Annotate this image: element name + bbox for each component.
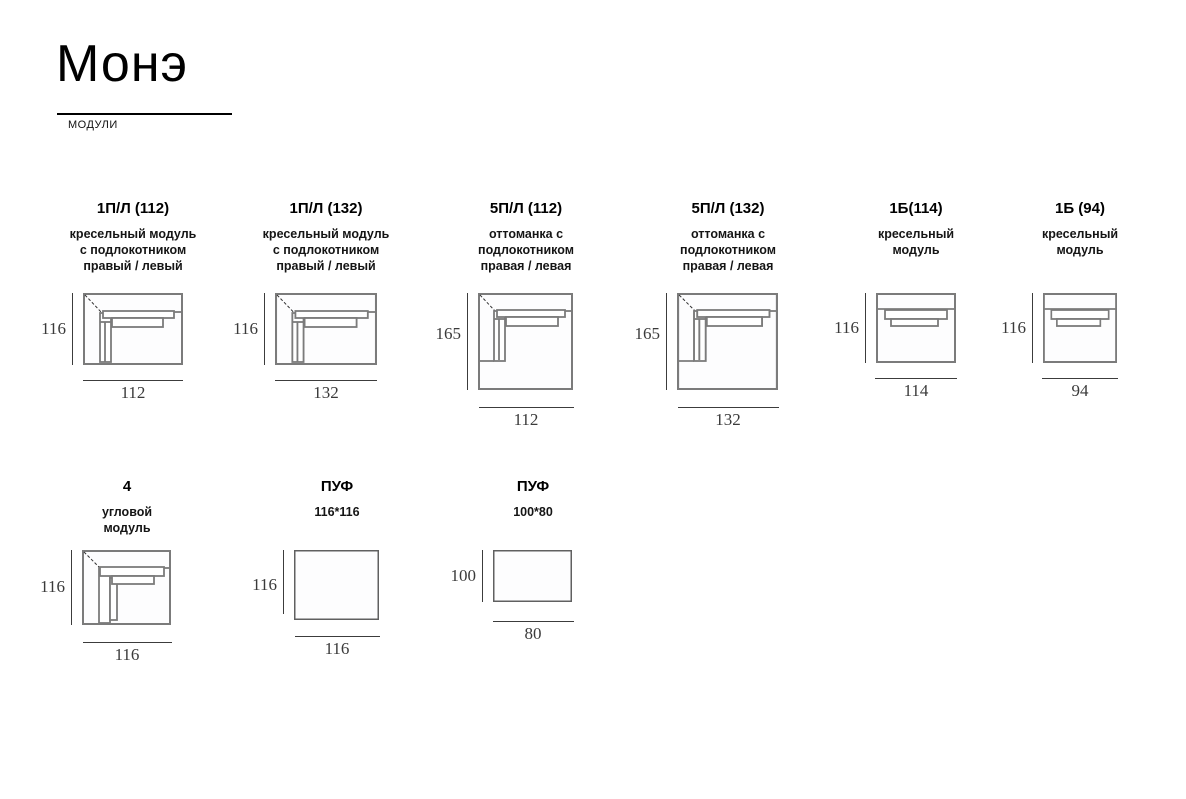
module-code: ПУФ: [320, 478, 354, 495]
module-code: 1П/Л (132): [289, 200, 363, 217]
depth-dimension-label: 100: [450, 566, 477, 585]
page-subtitle: МОДУЛИ: [68, 119, 118, 131]
module-drawing-pouf: [294, 550, 379, 620]
width-dimension-line: [875, 378, 957, 379]
depth-dimension-line: [283, 550, 284, 614]
depth-dimension-line: [666, 293, 667, 390]
depth-dimension-line: [865, 293, 866, 363]
depth-dimension-line: [71, 550, 72, 625]
module-description: оттоманка с подлокотником правая / левая: [478, 227, 574, 273]
module-drawing-armchair-armrest: [275, 293, 377, 365]
module-drawing-ottoman-armrest: [677, 293, 778, 390]
width-dimension-line: [492, 621, 574, 622]
module-code: 5П/Л (132): [691, 200, 765, 217]
depth-dimension-label: 116: [233, 319, 258, 338]
width-dimension-label: 116: [324, 639, 350, 658]
width-dimension-label: 116: [114, 645, 140, 664]
page-title: Монэ: [56, 35, 189, 93]
module-code: 1Б (94): [1055, 200, 1105, 217]
module-card: 1Б (94) кресельный модуль 116 94: [980, 200, 1180, 400]
width-dimension-line: [478, 407, 574, 408]
depth-dimension-label: 165: [634, 324, 661, 343]
module-card: 5П/Л (132) оттоманка с подлокотником пра…: [628, 200, 828, 429]
module-description: кресельный модуль с подлокотником правый…: [69, 227, 197, 273]
module-card: 5П/Л (112) оттоманка с подлокотником пра…: [426, 200, 626, 429]
module-code: 1П/Л (112): [96, 200, 170, 217]
module-card: 1П/Л (112) кресельный модуль с подлокотн…: [33, 200, 233, 402]
depth-dimension-label: 165: [435, 324, 462, 343]
depth-dimension-line: [482, 550, 483, 602]
module-description: 100*80: [513, 505, 553, 519]
width-dimension-label: 132: [313, 383, 339, 402]
module-drawing-armless-seat: [876, 293, 956, 363]
module-code: 4: [122, 478, 132, 495]
module-card: ПУФ 116*116 116 116: [237, 478, 437, 658]
module-card: 4 угловой модуль 116 116: [27, 478, 227, 664]
width-dimension-label: 80: [524, 624, 542, 643]
depth-dimension-label: 116: [41, 319, 66, 338]
module-description: кресельный модуль: [1041, 227, 1119, 257]
depth-dimension-label: 116: [40, 577, 65, 596]
width-dimension-line: [275, 380, 377, 381]
width-dimension-line: [677, 407, 779, 408]
title-underline: [57, 113, 232, 115]
module-code: 1Б(114): [889, 200, 943, 217]
depth-dimension-line: [1032, 293, 1033, 363]
width-dimension-line: [82, 642, 172, 643]
depth-dimension-label: 116: [252, 575, 277, 594]
width-dimension-label: 114: [903, 381, 929, 400]
width-dimension-line: [294, 636, 380, 637]
width-dimension-line: [83, 380, 183, 381]
module-drawing-armchair-armrest: [83, 293, 183, 365]
depth-dimension-line: [72, 293, 73, 365]
module-description: 116*116: [314, 505, 360, 519]
module-code: ПУФ: [516, 478, 550, 495]
module-drawing-ottoman-armrest: [478, 293, 573, 390]
module-description: кресельный модуль: [877, 227, 955, 257]
depth-dimension-line: [264, 293, 265, 365]
module-description: кресельный модуль с подлокотником правый…: [262, 227, 390, 273]
module-drawing-pouf: [493, 550, 572, 602]
depth-dimension-line: [467, 293, 468, 390]
depth-dimension-label: 116: [1001, 318, 1026, 337]
width-dimension-label: 112: [120, 383, 146, 402]
module-card: ПУФ 100*80 100 80: [433, 478, 633, 643]
width-dimension-line: [1042, 378, 1118, 379]
module-card: 1П/Л (132) кресельный модуль с подлокотн…: [226, 200, 426, 402]
depth-dimension-label: 116: [834, 318, 859, 337]
module-code: 5П/Л (112): [489, 200, 563, 217]
module-description: оттоманка с подлокотником правая / левая: [680, 227, 776, 273]
width-dimension-label: 112: [513, 410, 539, 429]
module-description: угловой модуль: [101, 505, 153, 535]
module-drawing-corner: [82, 550, 171, 625]
width-dimension-label: 94: [1071, 381, 1089, 400]
module-drawing-armless-seat: [1043, 293, 1117, 363]
module-card: 1Б(114) кресельный модуль 116 114: [816, 200, 1016, 400]
width-dimension-label: 132: [715, 410, 741, 429]
